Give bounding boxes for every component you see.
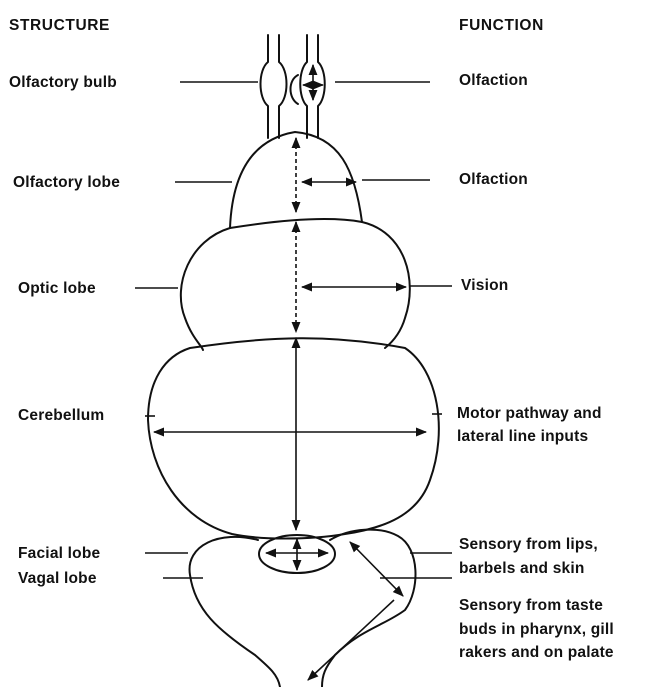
structure-leader-lines	[135, 82, 258, 578]
measurement-arrows	[154, 65, 426, 680]
function-label-motor-line2: lateral line inputs	[457, 427, 588, 446]
structure-label-cerebellum: Cerebellum	[18, 406, 104, 425]
function-label-motor-line1: Motor pathway and	[457, 404, 602, 423]
structure-label-olfactory-bulb: Olfactory bulb	[9, 73, 117, 92]
function-header: FUNCTION	[459, 16, 544, 35]
function-label-olfaction-bulb: Olfaction	[459, 71, 528, 90]
structure-label-facial-lobe: Facial lobe	[18, 544, 100, 563]
function-label-vagal-line1: Sensory from taste	[459, 596, 603, 615]
function-leader-lines	[335, 82, 452, 578]
function-label-facial-line2: barbels and skin	[459, 559, 585, 578]
function-label-vagal-line3: rakers and on palate	[459, 643, 614, 662]
function-label-vagal-line2: buds in pharynx, gill	[459, 620, 614, 639]
function-label-facial-line1: Sensory from lips,	[459, 535, 598, 554]
structure-header: STRUCTURE	[9, 16, 110, 35]
function-label-vision: Vision	[461, 276, 508, 295]
structure-label-olfactory-lobe: Olfactory lobe	[13, 173, 120, 192]
structure-label-vagal-lobe: Vagal lobe	[18, 569, 97, 588]
function-label-olfaction-lobe: Olfaction	[459, 170, 528, 189]
structure-label-optic-lobe: Optic lobe	[18, 279, 96, 298]
cerebellum-shape	[148, 338, 439, 538]
olfactory-bulb-shape	[261, 35, 325, 138]
